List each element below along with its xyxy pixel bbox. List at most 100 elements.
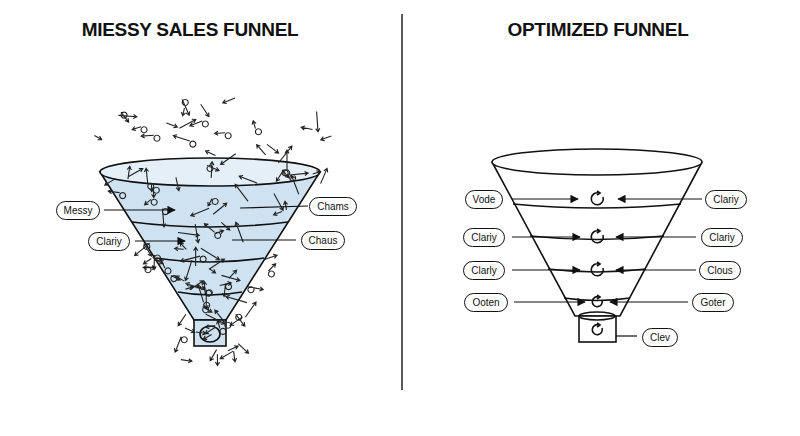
- chaos-arrow: [94, 136, 101, 140]
- chaos-arrow: [264, 254, 277, 259]
- cycle-icon: [592, 295, 602, 307]
- funnel-heading: MIESSY SALES FUNNEL: [82, 19, 299, 41]
- chaos-arrow: [222, 275, 240, 281]
- chaos-arrow: [197, 284, 210, 308]
- pill-text: Clariy: [96, 236, 122, 247]
- pill-text: Chams: [317, 201, 349, 212]
- chaos-arrow: [223, 98, 235, 104]
- label-pill: Ooten: [464, 293, 507, 312]
- chaos-arrow: [204, 224, 220, 239]
- optimized-funnel: [492, 149, 702, 342]
- chaos-arrow: [226, 295, 247, 302]
- pill-text: Clarly: [471, 265, 497, 276]
- chaos-arrow: [141, 134, 160, 141]
- chaos-arrow: [207, 166, 219, 172]
- chaos-arrow: [201, 248, 220, 260]
- label-pill: Clariy: [88, 232, 130, 251]
- chaos-arrow: [145, 199, 158, 205]
- chaos-arrow: [215, 310, 231, 328]
- pill-text: Clev: [650, 332, 670, 343]
- divider: [401, 14, 403, 390]
- chaos-arrow: [210, 162, 214, 178]
- chaos-arrow: [175, 247, 184, 251]
- chaos-arrow: [248, 287, 263, 293]
- label-pill: Chaus: [301, 231, 346, 250]
- funnel-icons: [591, 191, 603, 335]
- chaos-arrow: [144, 259, 152, 264]
- chaos-arrow: [208, 199, 218, 206]
- chaos-arrow: [180, 243, 186, 250]
- chaos-arrow: [215, 131, 231, 138]
- chaos-arrow: [181, 256, 207, 262]
- chaos-arrow: [105, 179, 116, 186]
- chaos-arrow: [252, 121, 261, 135]
- chaos-arrow: [181, 108, 185, 116]
- chaos-arrow: [321, 168, 328, 183]
- pill-text: Chaus: [309, 235, 338, 246]
- chaos-arrow: [174, 337, 187, 352]
- chaos-arrow: [290, 171, 309, 181]
- chaos-arrow: [181, 359, 192, 363]
- chaos-arrow: [144, 168, 153, 189]
- chaos-arrow: [152, 255, 160, 270]
- chaos-arrow: [267, 144, 279, 153]
- chaos-arrow: [276, 170, 289, 181]
- label-pill: Vode: [465, 190, 504, 209]
- chaos-arrow: [171, 276, 180, 282]
- chaos-arrow: [215, 354, 219, 365]
- chaos-arrow: [217, 321, 226, 335]
- chaos-arrow: [196, 331, 206, 335]
- chaos-arrow: [239, 176, 257, 184]
- chaos-arrow: [121, 112, 129, 122]
- chaos-arrow: [221, 222, 230, 230]
- chaos-arrow: [220, 282, 232, 286]
- label-pill: Clariy: [463, 228, 505, 247]
- chaos-arrow: [162, 209, 169, 227]
- chaos-arrow: [301, 126, 312, 130]
- pill-text: Clariy: [713, 194, 739, 205]
- pill-text: Clariy: [709, 232, 735, 243]
- pill-text: Clariy: [471, 232, 497, 243]
- chaos-arrow: [127, 166, 131, 179]
- chaos-arrow: [229, 270, 237, 278]
- chaos-arrow: [230, 317, 242, 326]
- label-pill: Goter: [692, 293, 733, 312]
- chaos-arrow: [278, 146, 292, 163]
- chaos-arrow: [209, 269, 216, 273]
- cycle-icon: [591, 229, 603, 243]
- cycle-icon: [592, 323, 602, 335]
- label-pill: Clous: [699, 261, 741, 280]
- chaos-arrow: [220, 351, 233, 359]
- cycle-icon: [591, 191, 603, 205]
- chaos-arrow: [132, 127, 147, 133]
- chaos-arrow: [203, 335, 212, 340]
- chaos-arrow: [321, 136, 332, 141]
- chaos-arrow: [257, 145, 266, 155]
- chaos-arrow: [206, 314, 225, 324]
- chaos-arrow: [313, 171, 321, 175]
- chaos-arrow: [152, 187, 160, 197]
- chaos-arrow: [215, 230, 224, 234]
- leader-lines: [512, 199, 702, 336]
- chaos-arrow: [238, 344, 248, 354]
- chaos-arrow: [108, 190, 125, 199]
- pill-text: Clous: [707, 265, 733, 276]
- label-pill: Messy: [56, 201, 101, 220]
- chaos-arrow: [204, 290, 212, 309]
- funnel-heading: OPTIMIZED FUNNEL: [508, 19, 689, 41]
- chaos-arrow: [178, 233, 199, 238]
- chaos-arrow: [166, 123, 177, 128]
- chaos-arrow: [285, 150, 289, 170]
- chaos-arrow: [233, 351, 237, 361]
- chaos-arrow: [135, 243, 150, 256]
- pill-text: Vode: [473, 194, 496, 205]
- chaos-arrow: [274, 194, 283, 211]
- chaos-arrow: [185, 260, 192, 280]
- chaos-arrow: [185, 328, 195, 333]
- chaos-arrow: [191, 208, 209, 216]
- chaos-arrow: [210, 259, 225, 269]
- chaos-arrow: [284, 201, 288, 210]
- chaos-arrow: [245, 302, 256, 317]
- chaos-arrow: [206, 151, 216, 156]
